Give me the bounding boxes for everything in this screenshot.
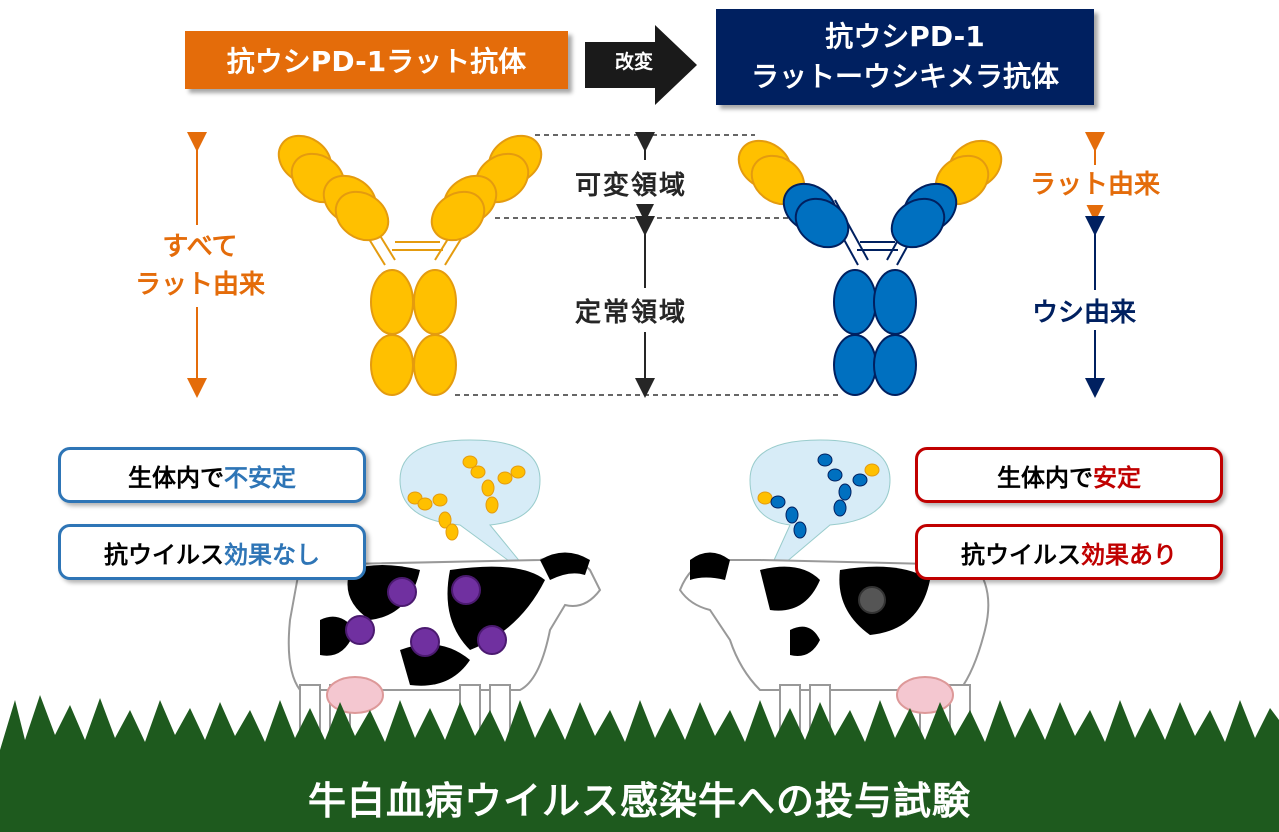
modification-label: 改変 bbox=[614, 50, 653, 73]
all-rat-label-line1: すべて bbox=[162, 232, 238, 262]
right-effect-box: 抗ウイルス効果あり bbox=[915, 524, 1223, 580]
rat-antibody-shape bbox=[277, 134, 543, 396]
all-rat-bg bbox=[120, 225, 280, 307]
chimeric-antibody-label-line1: 抗ウシPD-1 bbox=[825, 20, 985, 53]
rat-antibody-box: 抗ウシPD-1ラット抗体 bbox=[185, 31, 568, 89]
rat-antibody-label: 抗ウシPD-1ラット抗体 bbox=[226, 45, 527, 78]
modification-arrow bbox=[585, 25, 697, 105]
virus-particles bbox=[345, 575, 507, 657]
rat-origin-bg bbox=[1020, 165, 1170, 205]
bovine-origin-label: ウシ由来 bbox=[1032, 298, 1137, 328]
antibody-diagram bbox=[187, 132, 1105, 398]
left-speech-bubble bbox=[399, 439, 541, 581]
all-rat-label: すべて ラット由来 bbox=[120, 228, 280, 304]
variable-region-label: 可変領域 bbox=[575, 171, 688, 201]
left-stability-highlight: 不安定 bbox=[224, 463, 296, 492]
right-stability-box: 生体内で安定 bbox=[915, 447, 1223, 503]
left-effect-prefix: 抗ウイルス bbox=[104, 540, 224, 569]
constant-region-label: 定常領域 bbox=[575, 298, 688, 328]
right-speech-bubble bbox=[749, 439, 891, 581]
right-stability-prefix: 生体内で bbox=[997, 463, 1093, 492]
chimeric-antibody-shape bbox=[737, 139, 1003, 396]
cow-scene bbox=[0, 439, 1279, 832]
rat-origin-label: ラット由来 bbox=[1029, 170, 1160, 200]
left-stability-box: 生体内で不安定 bbox=[58, 447, 366, 503]
left-effect-highlight: 効果なし bbox=[224, 540, 320, 569]
grass bbox=[0, 695, 1279, 832]
right-effect-prefix: 抗ウイルス bbox=[961, 540, 1081, 569]
left-effect-box: 抗ウイルス効果なし bbox=[58, 524, 366, 580]
right-stability-highlight: 安定 bbox=[1093, 463, 1141, 492]
inactive-virus bbox=[858, 586, 886, 614]
variable-label-bg bbox=[570, 160, 720, 204]
right-cow bbox=[678, 552, 990, 776]
bovine-origin-bg bbox=[1030, 290, 1160, 330]
right-effect-highlight: 効果あり bbox=[1081, 540, 1177, 569]
chimeric-antibody-label-line2: ラットーウシキメラ抗体 bbox=[750, 60, 1059, 93]
constant-label-bg bbox=[570, 288, 720, 332]
chimeric-antibody-box: 抗ウシPD-1 ラットーウシキメラ抗体 bbox=[716, 9, 1094, 105]
trial-title: 牛白血病ウイルス感染牛への投与試験 bbox=[307, 778, 971, 823]
all-rat-label-line2: ラット由来 bbox=[134, 270, 265, 300]
left-stability-prefix: 生体内で bbox=[128, 463, 224, 492]
